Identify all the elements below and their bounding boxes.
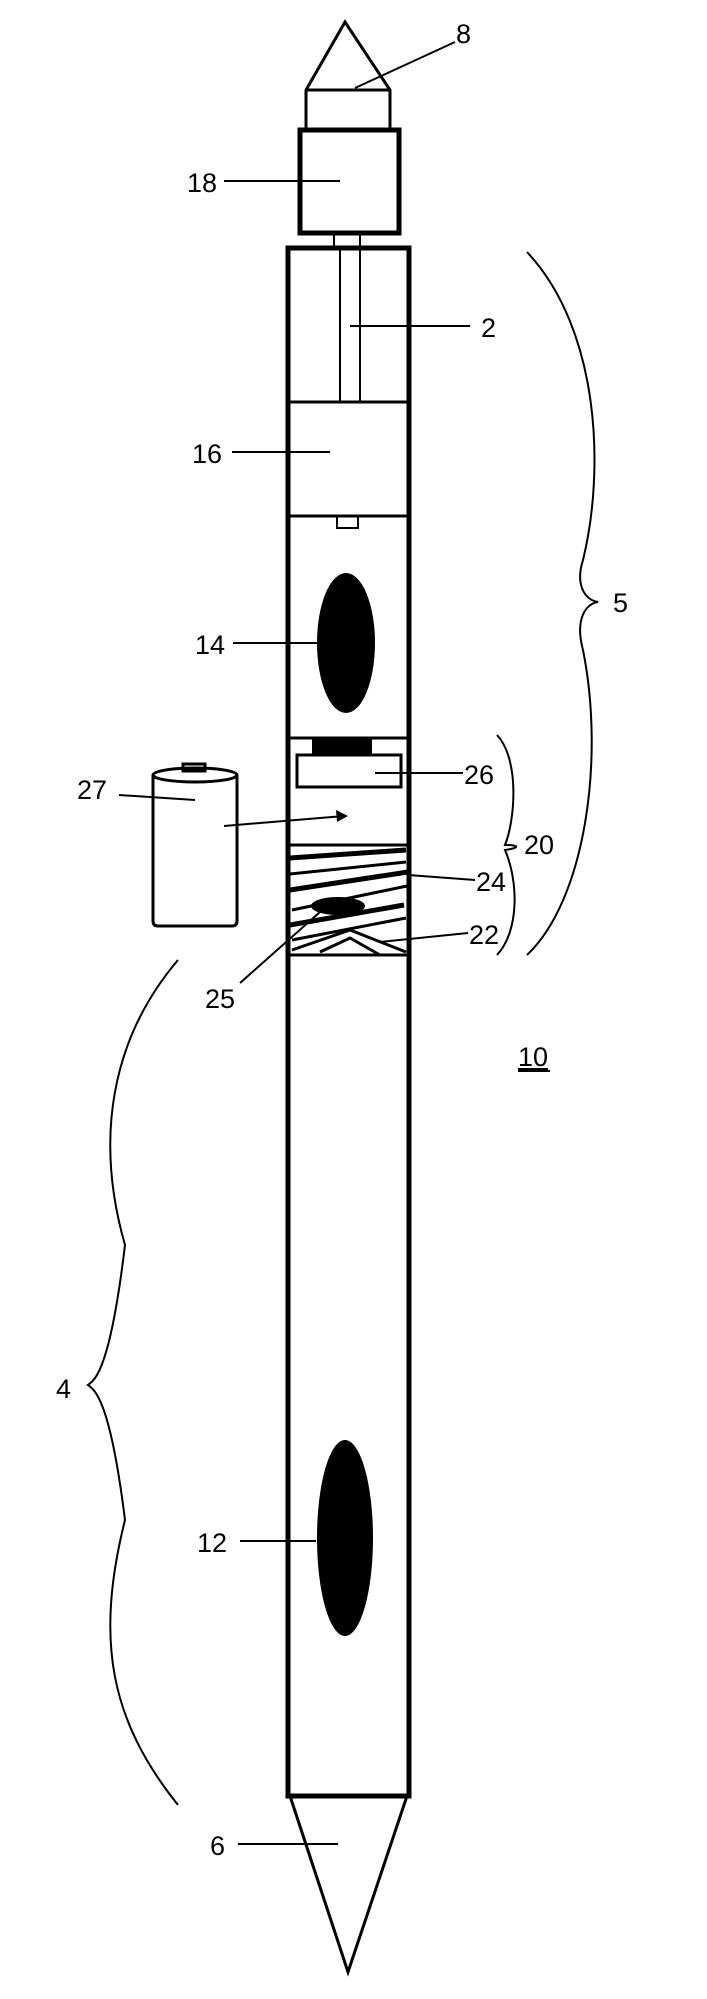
terminal-pad [312, 738, 372, 754]
arrow-head-27 [336, 810, 348, 822]
label-20: 20 [524, 830, 554, 860]
label-22: 22 [469, 920, 499, 950]
label-6: 6 [210, 1831, 225, 1861]
label-8: 8 [456, 19, 471, 49]
leader-25 [239, 911, 321, 984]
lower-ellipse [317, 1440, 373, 1636]
spring-contact-25 [311, 897, 365, 915]
brace-20 [496, 734, 518, 956]
contact-block [295, 753, 403, 789]
label-27: 27 [77, 775, 107, 805]
leader-27 [118, 794, 196, 801]
bottom-conical-tip [287, 1794, 410, 1977]
small-tab [336, 515, 359, 529]
brace-4 [86, 959, 179, 1806]
label-14: 14 [195, 630, 225, 660]
leader-8 [354, 41, 456, 89]
mechanism-hatching [289, 847, 409, 957]
label-26: 26 [464, 760, 494, 790]
label-18: 18 [187, 168, 217, 198]
label-12: 12 [197, 1528, 227, 1558]
battery-27 [151, 762, 239, 928]
label-16: 16 [192, 439, 222, 469]
label-24: 24 [476, 867, 506, 897]
label-10: 10 [518, 1042, 548, 1072]
top-conical-tip [304, 19, 392, 132]
label-5: 5 [613, 588, 628, 618]
leader-24 [407, 874, 476, 881]
upper-ellipse [317, 573, 375, 713]
label-4: 4 [56, 1374, 71, 1404]
leader-27-arrow [223, 815, 345, 827]
brace-5 [526, 251, 599, 956]
leader-22 [379, 932, 469, 943]
label-2: 2 [481, 313, 496, 343]
label-25: 25 [205, 984, 235, 1014]
